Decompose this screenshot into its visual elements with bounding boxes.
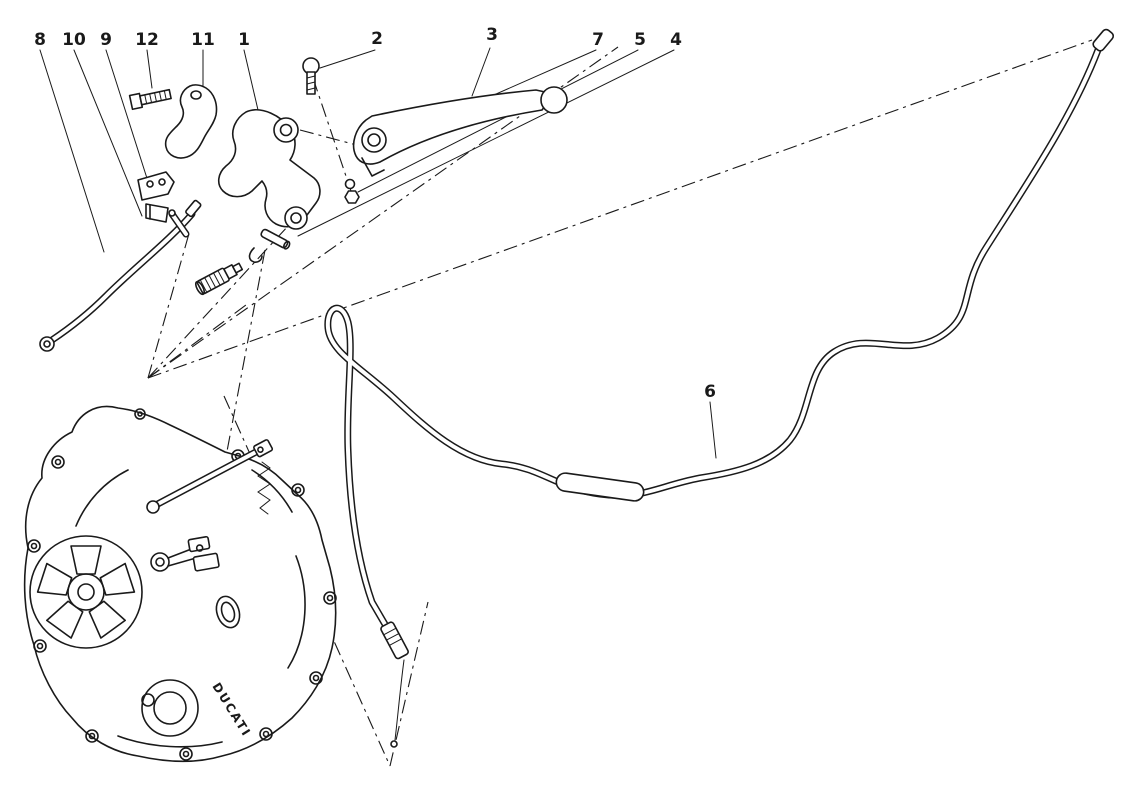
callout-3: 3 [486, 25, 498, 45]
part-4-rod [248, 228, 291, 263]
cover-bolt-holes [27, 408, 337, 761]
callout-10: 10 [62, 30, 86, 50]
part-12-bolt [128, 88, 172, 111]
part-3-clutch-lever [352, 86, 568, 177]
callout-6: 6 [704, 382, 716, 402]
callout-1: 1 [238, 30, 250, 50]
part-6-clutch-cable [324, 28, 1115, 748]
callout-2: 2 [371, 29, 383, 49]
part-5-nut [344, 190, 360, 204]
part-11-clamp [164, 84, 218, 159]
engine-clutch-cover: DUCATI [23, 405, 337, 763]
part-1-lever-bracket [217, 109, 356, 230]
clutch-actuator-rod [146, 439, 274, 572]
cable-upper-end [1092, 28, 1115, 52]
part-8-cable [39, 199, 202, 352]
clutch-hub [29, 535, 143, 649]
callout-9: 9 [100, 30, 112, 50]
callout-5: 5 [634, 30, 646, 50]
callout-labels: 8 10 9 12 11 1 2 3 7 5 4 6 [34, 25, 716, 402]
callout-12: 12 [135, 30, 159, 50]
callout-7: 7 [592, 30, 604, 50]
cable-adjuster [194, 262, 244, 296]
callout-8: 8 [34, 30, 46, 50]
cable-sleeve [555, 472, 645, 502]
part-10-bracket [137, 171, 175, 201]
cable-lower-end [380, 621, 409, 660]
cable-clamp [187, 535, 220, 572]
part-2-screw [302, 57, 320, 95]
leader-lines [39, 47, 717, 459]
callout-4: 4 [670, 30, 682, 50]
callout-11: 11 [191, 30, 215, 50]
part-9-bracket [145, 203, 190, 238]
